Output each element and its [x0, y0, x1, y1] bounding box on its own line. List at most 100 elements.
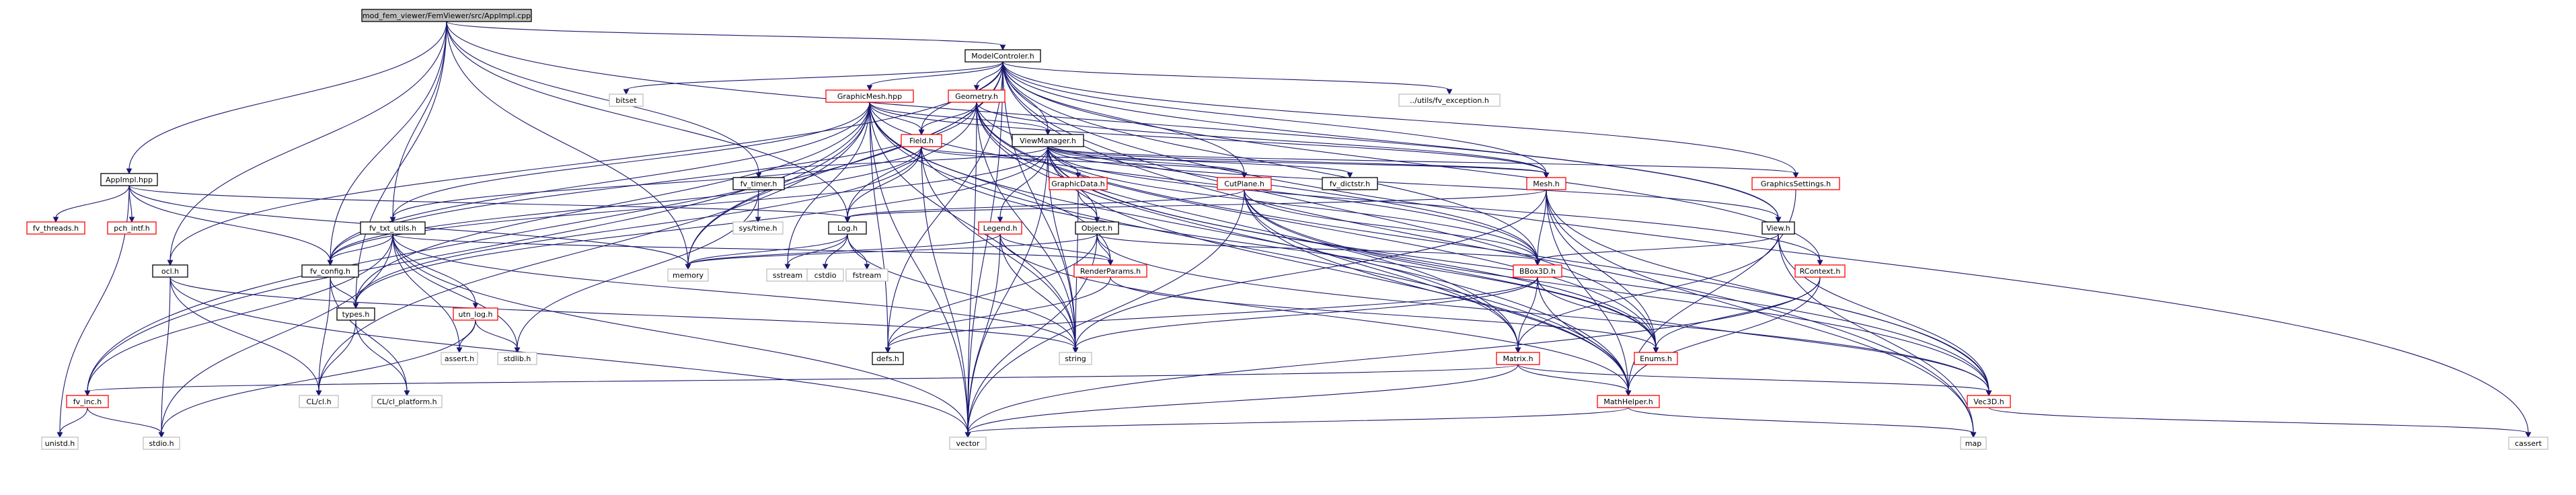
node-logh[interactable]: Log.h	[828, 221, 867, 235]
node-fv_inc[interactable]: fv_inc.h	[66, 395, 109, 408]
edge-graphicmesh-field	[869, 102, 922, 131]
node-label: fstream	[853, 271, 881, 280]
edge-fv_inc-stdioh	[87, 407, 162, 434]
edge-view-mapn	[1778, 233, 1974, 434]
node-root[interactable]: mod_fem_viewer/FemViewer/src/AppImpl.cpp	[361, 9, 532, 22]
node-graphicdata[interactable]: GraphicData.h	[1049, 177, 1108, 190]
node-label: MathHelper.h	[1603, 397, 1653, 406]
node-mapn: map	[1960, 436, 1987, 450]
edge-legend-stringh	[999, 233, 1076, 349]
node-label: map	[1965, 439, 1981, 448]
edge-field-stringh	[921, 146, 1076, 349]
edge-arrowhead	[126, 168, 132, 175]
node-box	[2508, 436, 2548, 450]
edge-arrowhead	[1653, 347, 1659, 354]
node-graphicssettings[interactable]: GraphicsSettings.h	[1751, 177, 1840, 190]
node-vec3d[interactable]: Vec3D.h	[1967, 395, 2011, 408]
node-label: GraphicMesh.hpp	[837, 92, 902, 101]
edge-appimpl_hpp-fv_config	[128, 185, 331, 262]
node-modelctrl[interactable]: ModelControler.h	[964, 49, 1041, 63]
node-label: types.h	[342, 310, 370, 319]
node-label: ocl.h	[161, 267, 179, 276]
node-label: Vec3D.h	[1973, 397, 2004, 406]
node-box	[1513, 264, 1562, 278]
edge-arrowhead	[2525, 432, 2532, 439]
node-fv_exception: ../utils/fv_exception.h	[1398, 93, 1501, 107]
node-renderparams[interactable]: RenderParams.h	[1073, 264, 1147, 278]
edge-arrowhead	[472, 303, 479, 309]
node-box	[1496, 352, 1540, 365]
edge-arrowhead	[685, 264, 691, 270]
edge-mesh-bbox3d	[1537, 189, 1547, 262]
edge-object-defsh	[887, 233, 1098, 349]
node-box	[441, 352, 478, 365]
edge-logh-memory	[687, 233, 848, 266]
node-box	[828, 221, 867, 235]
node-box	[1398, 93, 1501, 107]
node-sstream: sstream	[766, 268, 809, 282]
edge-mesh-mapn	[1546, 189, 1974, 434]
node-object[interactable]: Object.h	[1075, 221, 1119, 235]
node-bbox3d[interactable]: BBox3D.h	[1513, 264, 1562, 278]
node-matrix[interactable]: Matrix.h	[1496, 352, 1540, 365]
node-label: fv_txt_utils.h	[369, 224, 416, 233]
edge-modelctrl-fv_inc	[87, 61, 1003, 392]
node-mesh[interactable]: Mesh.h	[1526, 177, 1566, 190]
dependency-nodes: mod_fem_viewer/FemViewer/src/AppImpl.cpp…	[26, 9, 2548, 450]
node-view[interactable]: View.h	[1761, 221, 1795, 235]
edge-viewmanager-mesh	[1047, 146, 1547, 174]
edge-ocl-stringh	[169, 276, 1076, 349]
edge-fv_txt_utils-stdlibh	[392, 233, 518, 349]
node-rcontext[interactable]: RContext.h	[1794, 264, 1846, 278]
node-defsh[interactable]: defs.h	[872, 352, 904, 365]
node-viewmanager[interactable]: ViewManager.h	[1012, 134, 1084, 147]
node-label: Field.h	[909, 137, 934, 145]
edge-arrowhead	[327, 260, 334, 266]
node-utn_log[interactable]: utn_log.h	[453, 307, 498, 321]
edge-bbox3d-vec3d	[1537, 276, 1990, 392]
node-ocl[interactable]: ocl.h	[152, 264, 188, 278]
edge-appimpl_hpp-fv_threads	[55, 185, 130, 219]
node-field[interactable]: Field.h	[901, 134, 942, 147]
edge-viewmanager-vector	[967, 146, 1049, 434]
node-fv_config[interactable]: fv_config.h	[301, 264, 359, 278]
node-enums[interactable]: Enums.h	[1634, 352, 1678, 365]
edge-legend-mathhelper	[999, 233, 1629, 392]
node-pch_intf[interactable]: pch_intf.h	[107, 221, 157, 235]
edge-fv_txt_utils-vector	[392, 233, 969, 434]
node-graphicmesh[interactable]: GraphicMesh.hpp	[825, 89, 914, 103]
node-fv_threads[interactable]: fv_threads.h	[26, 221, 85, 235]
node-fv_timer[interactable]: fv_timer.h	[732, 177, 785, 190]
node-label: ModelControler.h	[971, 52, 1034, 61]
edge-root-fv_txt_utils	[392, 21, 447, 219]
node-fv_dictstr[interactable]: fv_dictstr.h	[1322, 177, 1378, 190]
edge-rcontext-mathhelper	[1628, 276, 1821, 392]
edge-arrowhead	[84, 390, 91, 397]
edge-renderparams-enums	[1110, 276, 1657, 349]
edge-graphicmesh-mesh	[869, 102, 1547, 174]
edge-view-matrix	[1517, 233, 1779, 349]
node-label: CL/cl.h	[306, 397, 331, 406]
node-geometry[interactable]: Geometry.h	[948, 89, 1006, 103]
edge-modelctrl-vector	[967, 61, 1003, 434]
edge-field-enums	[921, 146, 1657, 349]
node-label: sstream	[773, 271, 802, 280]
edge-field-fv_txt_utils	[392, 146, 922, 219]
node-legend[interactable]: Legend.h	[978, 221, 1022, 235]
edge-modelctrl-bbox3d	[1002, 61, 1538, 262]
edge-arrowhead	[52, 217, 59, 223]
node-box	[299, 395, 339, 408]
node-label: fv_timer.h	[741, 180, 778, 188]
node-appimpl_hpp[interactable]: AppImpl.hpp	[100, 173, 158, 186]
node-typesh[interactable]: types.h	[336, 307, 375, 321]
node-box	[845, 268, 888, 282]
edge-vec3d-cassert	[1988, 407, 2529, 434]
node-label: RContext.h	[1800, 267, 1841, 276]
node-vector: vector	[949, 436, 987, 450]
node-mathhelper[interactable]: MathHelper.h	[1597, 395, 1660, 408]
edge-graphicmesh-typesh	[355, 102, 870, 305]
node-fv_txt_utils[interactable]: fv_txt_utils.h	[360, 221, 426, 235]
node-label: stdio.h	[149, 439, 174, 448]
node-cutplane[interactable]: CutPlane.h	[1217, 177, 1272, 190]
